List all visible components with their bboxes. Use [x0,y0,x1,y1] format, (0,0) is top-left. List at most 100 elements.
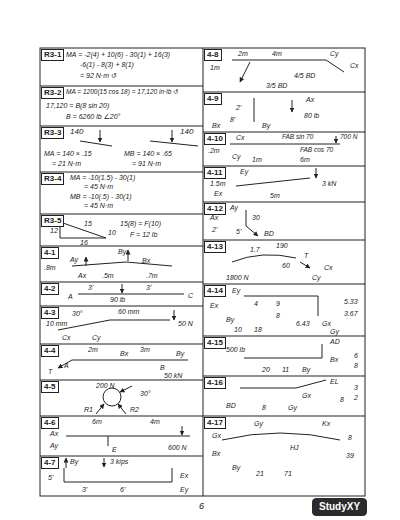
handwritten-note: AD [330,338,340,345]
handwritten-note: F = 12 lb [130,231,157,238]
handwritten-note: = 91 N·m [132,160,161,167]
sketch-stroke [118,404,126,414]
box-text: 4-5 [44,382,56,391]
problem-number-box: 4-6 [41,417,59,429]
handwritten-note: Gx [322,320,331,327]
sketch-stroke [246,210,247,226]
handwritten-note: 30 [252,214,260,221]
handwritten-note: 3' [82,486,87,493]
handwritten-note: By [262,122,270,129]
handwritten-note: 2m [238,50,248,57]
handwritten-note: By [302,366,310,373]
sketch-stroke [203,240,365,241]
handwritten-note: 4m [150,418,160,425]
sketch-stroke [244,296,318,316]
handwritten-note: Ay [50,442,58,449]
handwritten-note: Bx [330,356,338,363]
box-text: 4-10 [207,134,223,143]
handwritten-note: MA = -2(4) + 10(6) - 30(1) + 16(3) [66,51,170,58]
box-text: 4-12 [207,204,223,213]
problem-number-box: 4-15 [204,337,226,349]
problem-number-box: 4-12 [204,203,226,215]
handwritten-note: 6m [300,156,310,163]
watermark-badge: StudyXY [312,498,367,516]
handwritten-note: .7m [146,272,158,279]
sketch-stroke [203,376,365,377]
handwritten-note: Bx [212,122,220,129]
box-text: 4-4 [44,346,56,355]
handwritten-note: 10 mm [46,320,67,327]
handwritten-note: 8 [340,396,344,403]
problem-number-box: R3-5 [41,215,64,227]
sketch-stroke [120,386,132,392]
sketch-stroke [64,468,172,482]
sketch-stroke [222,433,340,440]
sketch-stroke [80,141,112,146]
handwritten-note: 71 [284,470,292,477]
box-text: R3-4 [44,174,61,183]
handwritten-note: Ey [232,287,240,294]
handwritten-note: Ax [306,96,314,103]
handwritten-note: 5' [236,228,241,235]
sketch-stroke [232,60,344,72]
sketch-stroke [150,141,198,146]
handwritten-note: 8 [276,312,280,319]
box-text: 4-14 [207,286,223,295]
handwritten-note: 30° [72,310,83,317]
handwritten-note: 700 N [340,134,357,141]
sketch-stroke [86,257,87,266]
handwritten-note: 6 [354,352,358,359]
handwritten-note: EL [330,378,339,385]
handwritten-note: 8 [354,362,358,369]
handwritten-note: HJ [290,444,299,451]
handwritten-note: 1800 N [226,274,249,281]
handwritten-note: R1 [84,406,93,413]
handwritten-note: 140 [180,128,193,136]
handwritten-note: Ax [210,214,218,221]
problem-number-box: R3-3 [41,127,64,139]
sketch-stroke [78,294,184,295]
handwritten-note: Cx [324,264,333,271]
sketch-stroke [103,388,121,406]
sketch-stroke [128,250,129,261]
sketch-stroke [316,168,317,178]
handwritten-note: Cy [312,274,321,281]
handwritten-note: B [160,364,165,371]
handwritten-note: 600 N [168,444,187,451]
handwritten-note: Ax [78,272,86,279]
box-text: 4-11 [207,168,223,177]
handwritten-note: 2' [236,104,241,111]
handwritten-note: 3' [88,284,93,291]
sketch-stroke [203,166,365,167]
problem-number-box: 4-9 [204,93,222,105]
handwritten-note: = 45 N·m [84,183,113,190]
handwritten-note: 50 kN [164,372,182,379]
handwritten-note: MB = -10(.5) - 30(1) [70,193,132,200]
sketch-stroke [230,144,340,145]
handwritten-note: 20 [262,366,270,373]
sketch-stroke [182,426,183,435]
box-text: 4-8 [207,50,219,59]
handwritten-note: Kx [322,420,330,427]
handwritten-note: 2' [212,226,217,233]
page-number: 6 [199,502,204,511]
sketch-stroke [40,48,365,496]
handwritten-note: Cy [330,50,339,57]
handwritten-note: 140 [70,128,83,136]
box-text: 4-7 [44,458,56,467]
sketch-stroke [40,380,203,381]
box-text: 4-1 [44,248,56,257]
handwritten-note: 6' [120,486,125,493]
handwritten-note: Ey [240,168,248,175]
problem-number-box: 4-3 [41,307,59,319]
problem-number-box: R3-2 [41,87,64,99]
handwritten-note: 6m [92,418,102,425]
sketch-stroke [300,262,310,268]
handwritten-note: 8' [230,116,235,123]
handwritten-note: Bx [120,350,128,357]
handwritten-note: A [68,293,73,300]
handwritten-note: Bx [212,450,220,457]
handwritten-note: B = 6260 lb ∠20° [66,113,120,120]
problem-number-box: 4-11 [204,167,226,179]
